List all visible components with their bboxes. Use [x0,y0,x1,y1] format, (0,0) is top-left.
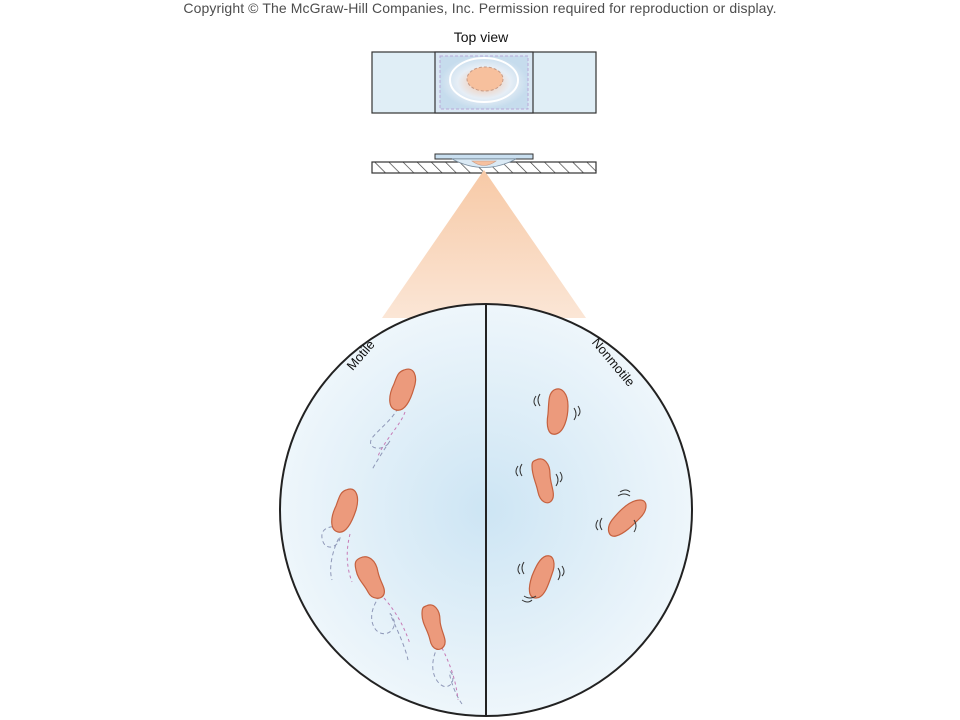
bacterium [531,458,554,504]
motion-trail [441,647,459,701]
motion-trail [432,645,463,705]
side-view-slide [371,153,597,174]
nonmotile-bacteria [528,388,647,599]
top-view-label: Top view [454,29,509,45]
motion-trail [346,533,353,583]
bacterium [421,604,446,650]
bacterium [331,488,359,533]
motile-bacteria [331,368,446,650]
motile-cells [321,407,463,705]
bacterium [607,499,647,537]
microscope-field [279,303,693,717]
bacterium [389,368,417,411]
vibration-marks [515,393,637,603]
motion-trail [321,526,347,581]
bacterium [528,555,555,599]
bacterium [354,556,385,599]
motion-trail [383,597,411,645]
copyright-notice: Copyright © The McGraw-Hill Companies, I… [183,0,777,16]
motion-trail [377,411,406,457]
top-view-slide [371,51,597,114]
motion-trail [370,407,399,471]
magnification-cone [382,170,586,318]
bacterium [546,388,569,435]
